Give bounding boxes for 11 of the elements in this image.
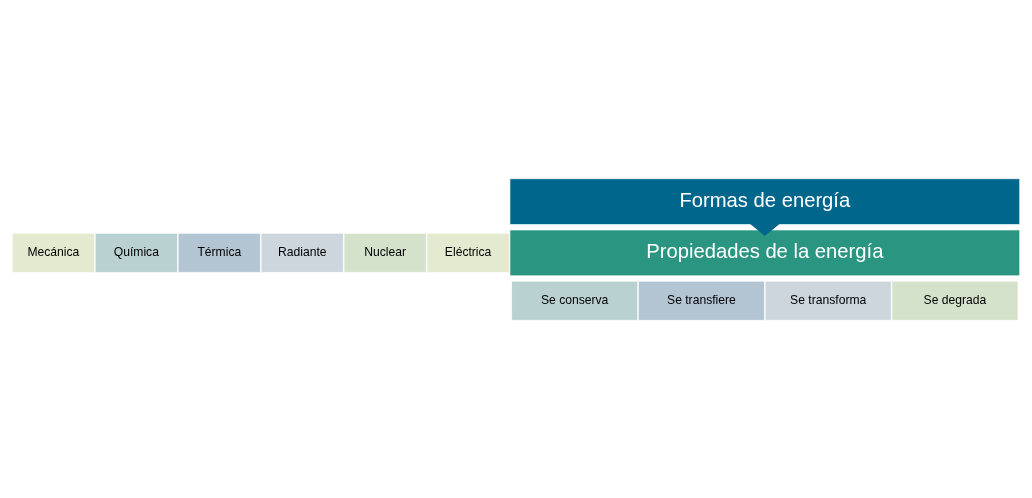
node-box: Térmica	[177, 232, 261, 273]
node-box: Nuclear	[343, 232, 427, 273]
node-box: Se transforma	[764, 280, 892, 321]
node-box: Se conserva	[511, 280, 639, 321]
node-box: Radiante	[260, 232, 344, 273]
node-box: Se transfiere	[638, 280, 765, 321]
node-box: Química	[94, 232, 178, 273]
node-box: Eléctrica	[426, 232, 510, 273]
node-box: Mecánica	[11, 232, 95, 273]
node-box: Propiedades de la energía	[509, 229, 1021, 276]
node-box: Se degrada	[891, 280, 1019, 321]
